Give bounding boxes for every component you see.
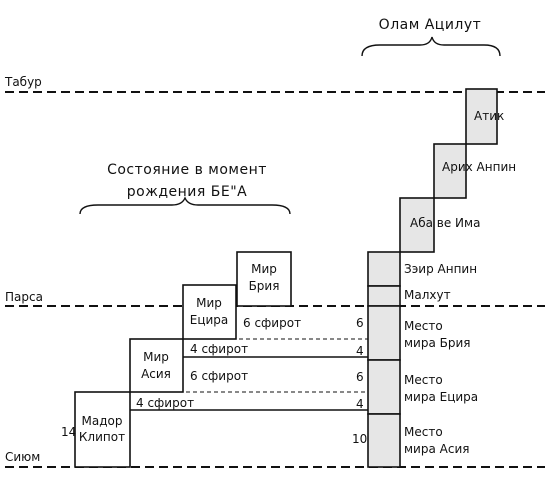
aba-ve-ima-label: Аба ве Има — [410, 216, 480, 230]
place-yetzira-line1: Место — [404, 373, 443, 387]
sefirot-label-2: 4 сфирот — [190, 342, 248, 356]
place-asia-line1: Место — [404, 425, 443, 439]
atik-label: Атик — [474, 109, 504, 123]
state-brace — [79, 196, 291, 215]
world-yetzira-box — [182, 284, 237, 340]
sefirot-label-3: 6 сфирот — [190, 369, 248, 383]
bottom-number: 10 — [352, 432, 367, 446]
aba-ve-ima-box — [399, 197, 435, 253]
sefirot-count-1: 6 — [356, 316, 364, 330]
arich-anpin-box — [433, 143, 467, 199]
bria-label-line1: Мир — [251, 262, 277, 276]
state-title-line1: Состояние в момент — [107, 162, 267, 178]
place-yetzira-line2: мира Ецира — [404, 390, 478, 404]
sefirot-label-1: 6 сфирот — [243, 316, 301, 330]
malchut-label: Малхут — [404, 288, 451, 302]
world-bria-box — [236, 251, 292, 307]
state-title-line2: рождения БЕ"А — [127, 184, 247, 200]
place-bria-line2: мира Брия — [404, 336, 471, 350]
zeir-anpin-box — [367, 251, 401, 287]
malchut-box — [367, 285, 401, 307]
place-asia-line2: мира Асия — [404, 442, 469, 456]
asia-label-line1: Мир — [143, 350, 169, 364]
place-bria-line1: Место — [404, 319, 443, 333]
mador-label-line1: Мадор — [82, 414, 123, 428]
atik-box — [465, 88, 498, 145]
mador-number: 14 — [61, 425, 76, 439]
place-bria-box — [367, 305, 401, 361]
mador-klipot-box — [74, 391, 131, 468]
parsa-label: Парса — [5, 290, 43, 304]
atzilut-brace — [361, 36, 501, 57]
sefirot-label-4: 4 сфирот — [136, 396, 194, 410]
siyum-label: Сиюм — [5, 450, 40, 464]
place-asia-box — [367, 413, 401, 468]
asia-label-line2: Асия — [141, 367, 171, 381]
arich-anpin-label: Арих Анпин — [442, 160, 516, 174]
sefirot-count-3: 6 — [356, 370, 364, 384]
yetzira-label-line2: Ецира — [190, 313, 229, 327]
olam-atzilut-title: Олам Ацилут — [379, 17, 482, 33]
sefirot-count-4: 4 — [356, 397, 364, 411]
mador-label-line2: Клипот — [79, 430, 125, 444]
zeir-anpin-label: Зэир Анпин — [404, 262, 477, 276]
tabur-label: Табур — [4, 75, 42, 89]
world-asia-box — [129, 338, 184, 393]
bria-label-line2: Брия — [249, 279, 280, 293]
sefirot-count-2: 4 — [356, 344, 364, 358]
yetzira-label-line1: Мир — [196, 296, 222, 310]
place-yetzira-box — [367, 359, 401, 415]
